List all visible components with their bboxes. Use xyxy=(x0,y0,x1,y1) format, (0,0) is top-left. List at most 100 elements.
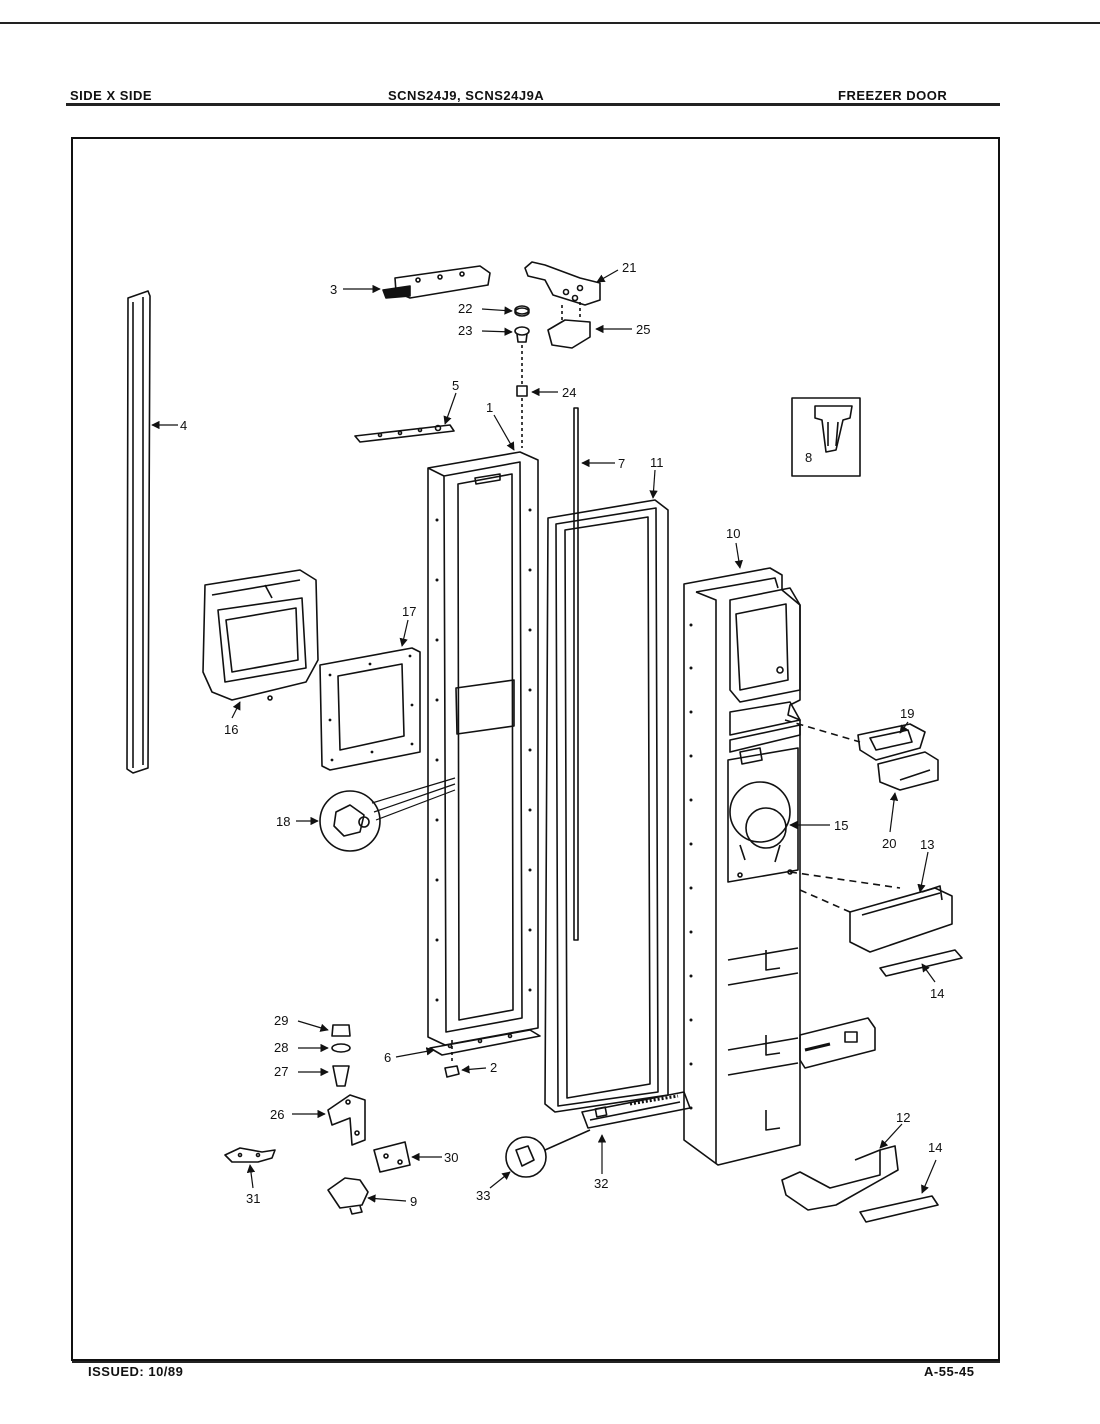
callout-23: 23 xyxy=(458,323,472,338)
leader-29 xyxy=(297,1020,329,1032)
part-25-hinge-shim xyxy=(547,302,591,349)
part-14-strip-upper xyxy=(879,949,963,977)
diagram-frame xyxy=(71,137,1000,1361)
callout-24: 24 xyxy=(562,385,576,400)
part-5-strip xyxy=(354,424,455,443)
callout-9: 9 xyxy=(410,1194,417,1209)
leader-14b xyxy=(921,1159,937,1194)
part-16-ice-container xyxy=(202,569,319,701)
leader-21 xyxy=(596,269,619,283)
part-1-door-liner xyxy=(427,451,539,1046)
callout-25: 25 xyxy=(636,322,650,337)
callout-26: 26 xyxy=(270,1107,284,1122)
callout-33: 33 xyxy=(476,1188,490,1203)
part-21-top-hinge xyxy=(524,261,601,306)
part-15-dispenser-paddle xyxy=(729,781,793,878)
header-rule xyxy=(66,103,1000,106)
callout-17: 17 xyxy=(402,604,416,619)
part-24-pin xyxy=(516,345,528,448)
leader-19 xyxy=(899,721,909,734)
leader-9 xyxy=(367,1194,407,1203)
callout-4: 4 xyxy=(180,418,187,433)
callout-31: 31 xyxy=(246,1191,260,1206)
dispenser-bar xyxy=(799,1017,876,1069)
leader-1 xyxy=(493,414,515,451)
callout-8: 8 xyxy=(805,450,812,465)
leader-11 xyxy=(649,469,658,499)
leader-20 xyxy=(889,792,899,833)
footer-page-code: A-55-45 xyxy=(924,1364,975,1379)
callout-11: 11 xyxy=(650,455,664,470)
callout-18: 18 xyxy=(276,814,290,829)
leader-6 xyxy=(395,1047,435,1058)
part-14-strip-lower xyxy=(859,1195,939,1223)
leader-2 xyxy=(461,1065,487,1074)
leader-14a xyxy=(921,963,936,983)
part-32-bottom-trim xyxy=(581,1091,691,1129)
part-23-bushing xyxy=(514,326,530,343)
part-33-detail xyxy=(505,1129,591,1178)
leader-5 xyxy=(443,392,457,425)
part-4-trim-strip xyxy=(126,290,151,774)
callout-16: 16 xyxy=(224,722,238,737)
part-20-lever xyxy=(877,751,939,791)
callout-6: 6 xyxy=(384,1050,391,1065)
callout-14-upper: 14 xyxy=(930,986,944,1001)
callout-27: 27 xyxy=(274,1064,288,1079)
callout-21: 21 xyxy=(622,260,636,275)
part-17-frame xyxy=(319,647,421,771)
leader-16 xyxy=(231,701,241,719)
leader-22 xyxy=(481,306,513,315)
callout-10: 10 xyxy=(726,526,740,541)
part-26-bottom-hinge xyxy=(327,1094,366,1146)
leader-31 xyxy=(246,1164,256,1189)
part-22-washer xyxy=(514,305,530,317)
part-6-bottom-bracket xyxy=(429,1029,541,1056)
part-27-pivot xyxy=(332,1065,350,1087)
callout-22: 22 xyxy=(458,301,472,316)
leader-33 xyxy=(489,1171,511,1189)
callout-5: 5 xyxy=(452,378,459,393)
part-12-bracket xyxy=(781,1145,899,1211)
part-2-nut xyxy=(444,1040,460,1078)
header-model-numbers: SCNS24J9, SCNS24J9A xyxy=(388,88,545,103)
leader-10 xyxy=(734,542,743,569)
part-30-plate xyxy=(373,1141,411,1173)
callout-29: 29 xyxy=(274,1013,288,1028)
leader-17 xyxy=(399,619,409,647)
callout-1: 1 xyxy=(486,400,493,415)
leader-23 xyxy=(481,327,513,336)
footer-rule xyxy=(72,1360,1000,1363)
part-18-detail xyxy=(319,777,456,852)
part-13-drip-tray xyxy=(789,871,953,953)
callout-13: 13 xyxy=(920,837,934,852)
callout-30: 30 xyxy=(444,1150,458,1165)
leader-12 xyxy=(879,1123,903,1149)
callout-20: 20 xyxy=(882,836,896,851)
callout-32: 32 xyxy=(594,1176,608,1191)
footer-issue-date: ISSUED: 10/89 xyxy=(88,1364,184,1379)
part-10-outer-door xyxy=(683,567,801,1166)
part-19-chute xyxy=(784,719,926,761)
callout-3: 3 xyxy=(330,282,337,297)
callout-14-lower: 14 xyxy=(928,1140,942,1155)
header-section-title: FREEZER DOOR xyxy=(838,88,948,103)
callout-15: 15 xyxy=(834,818,848,833)
callout-12: 12 xyxy=(896,1110,910,1125)
part-31-hinge-plate xyxy=(224,1147,276,1163)
part-7-strip xyxy=(573,407,579,941)
callout-19: 19 xyxy=(900,706,914,721)
part-3-hinge-cover xyxy=(382,265,491,299)
callout-28: 28 xyxy=(274,1040,288,1055)
leader-13 xyxy=(917,851,929,893)
part-8-clip xyxy=(791,397,861,477)
callout-7: 7 xyxy=(618,456,625,471)
part-9-cover xyxy=(327,1177,369,1215)
callout-2: 2 xyxy=(490,1060,497,1075)
part-29-cap xyxy=(331,1024,351,1037)
part-11-door-gasket xyxy=(544,499,669,1113)
top-rule xyxy=(0,22,1100,24)
part-28-washer xyxy=(331,1043,351,1053)
header-model-type: SIDE X SIDE xyxy=(70,88,153,103)
